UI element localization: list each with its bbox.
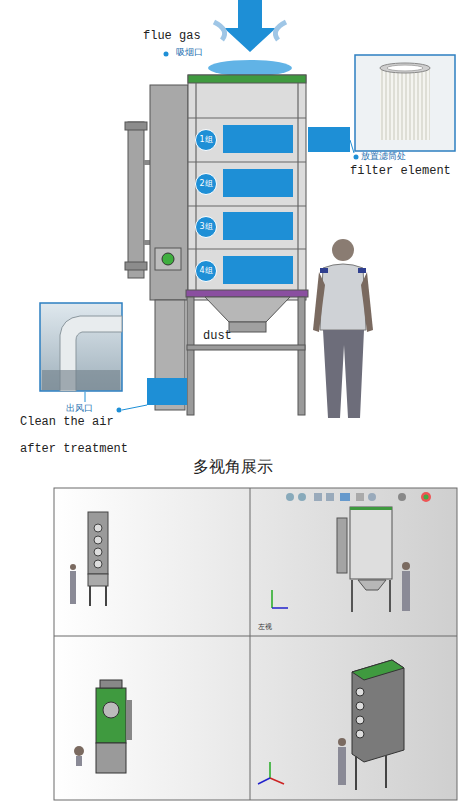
group-number: 1组 bbox=[199, 136, 212, 144]
part-label: dust bbox=[203, 330, 232, 343]
group-number: 2组 bbox=[199, 180, 212, 188]
group-number: 3组 bbox=[199, 223, 212, 231]
section-title: 多视角展示 bbox=[0, 458, 465, 476]
callout-label: 出风口 bbox=[66, 404, 93, 414]
part-label: filter element bbox=[350, 165, 451, 178]
flow-label: flue gas bbox=[143, 30, 201, 43]
outlet-photo bbox=[40, 303, 122, 391]
group-badge: 2组 bbox=[195, 173, 217, 195]
side-pipe bbox=[125, 122, 152, 278]
group-number: 4组 bbox=[199, 267, 212, 275]
filter-element-photo bbox=[355, 55, 455, 151]
callout-label: 放置滤筒处 bbox=[361, 152, 406, 162]
group-badge: 1组 bbox=[195, 129, 217, 151]
callout-label: 吸烟口 bbox=[176, 48, 203, 58]
group-badge: 3组 bbox=[195, 216, 217, 238]
inflow-arrow bbox=[208, 0, 292, 76]
callout-lines bbox=[85, 52, 359, 413]
toolbar-icons bbox=[286, 492, 431, 502]
flow-label: Clean the air bbox=[20, 416, 114, 429]
person-figure bbox=[313, 239, 373, 418]
multiview-panel bbox=[54, 488, 457, 800]
flow-label: after treatment bbox=[20, 443, 128, 456]
group-badge: 4组 bbox=[195, 260, 217, 282]
view-label: 左视 bbox=[258, 624, 272, 632]
cabinet bbox=[150, 75, 308, 415]
